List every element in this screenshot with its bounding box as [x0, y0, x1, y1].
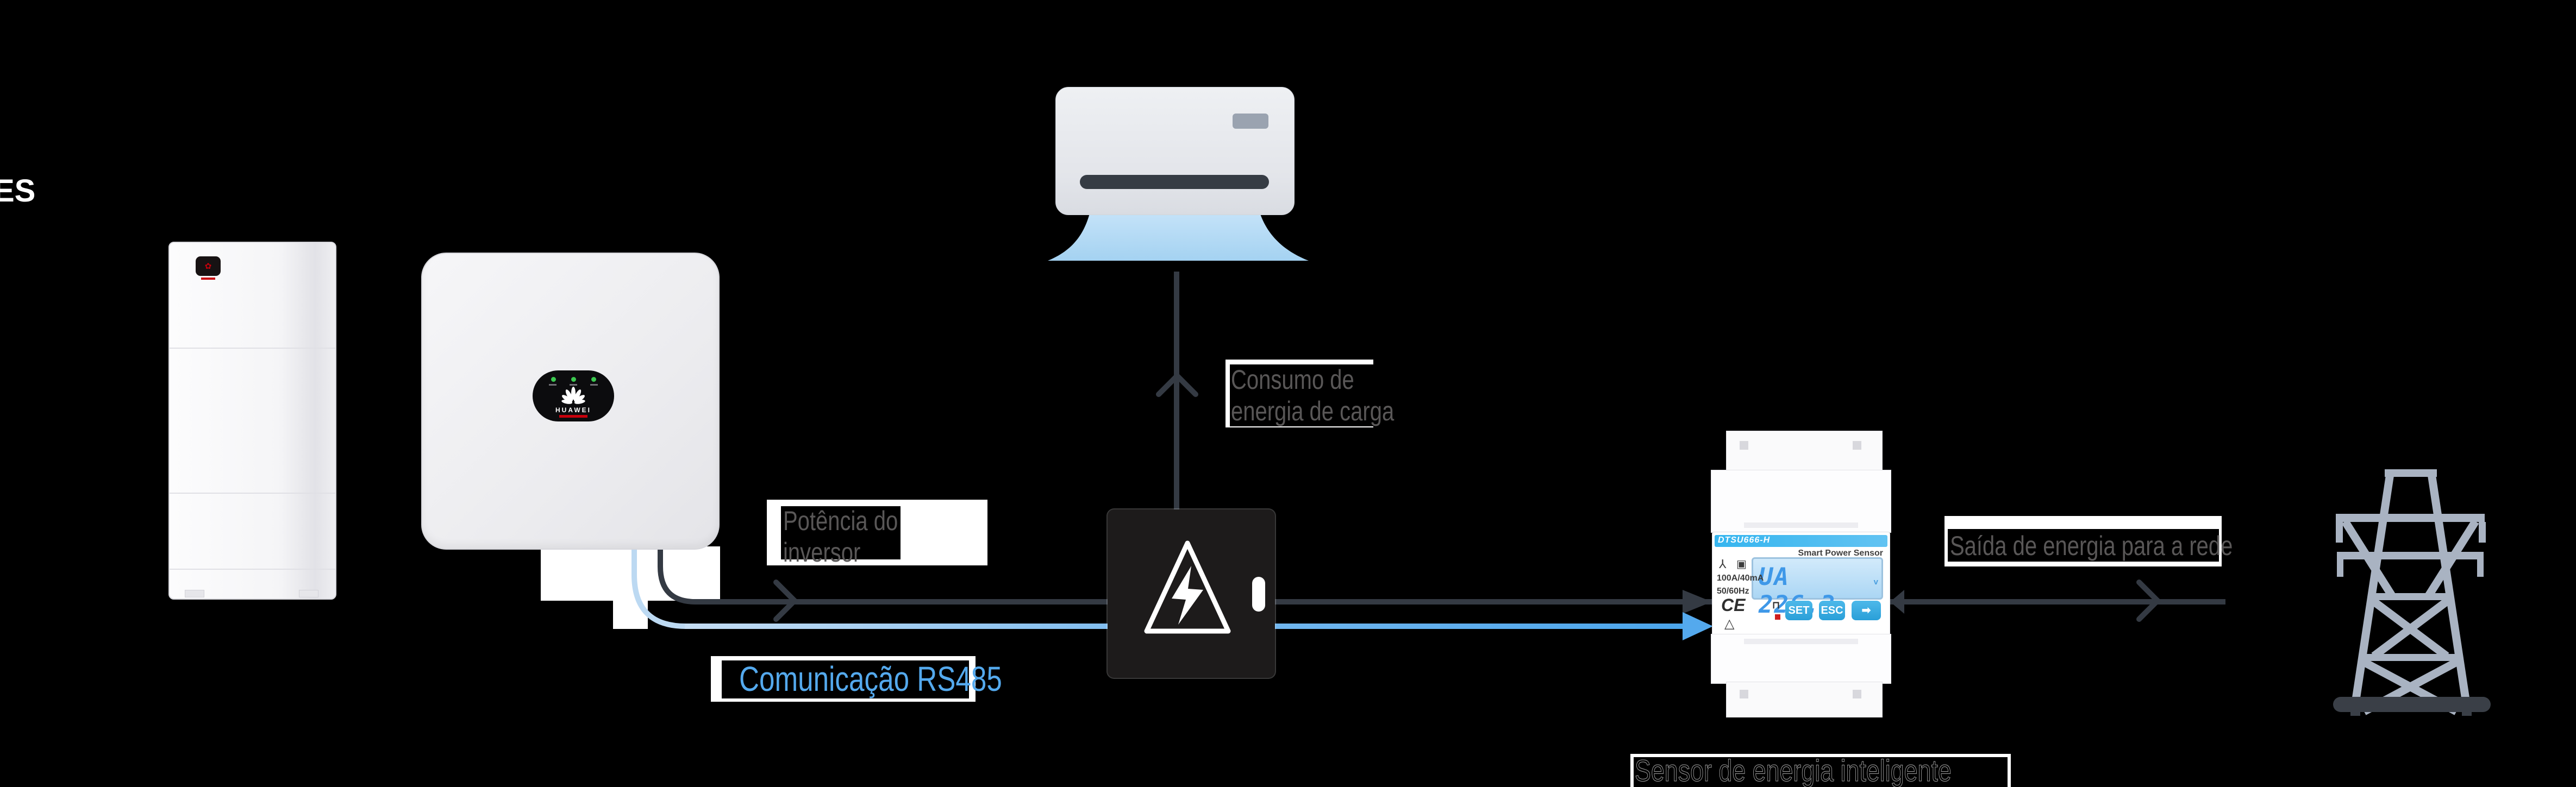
- power-arrowhead-right: [1890, 590, 1904, 614]
- meter-model-label: DTSU666-H: [1718, 536, 1771, 545]
- battery-brand-badge: ✿: [196, 256, 221, 276]
- ct-icon: ▣: [1736, 558, 1747, 570]
- arrow-up-chevron: [1156, 372, 1198, 397]
- meter-title: Smart Power Sensor: [1798, 549, 1884, 558]
- power-arrowhead-left: [1683, 590, 1712, 614]
- meter-face: DTSU666-H Smart Power Sensor UA 226.3 v …: [1712, 532, 1890, 636]
- battery-foot: [299, 590, 318, 597]
- inverter-panel-badge: HUAWEI: [533, 370, 614, 421]
- battery-storage: ✿: [168, 242, 336, 600]
- power-line: [695, 599, 2225, 605]
- rs485-arrowhead: [1683, 612, 1713, 640]
- meter-top-flange: [1726, 431, 1883, 472]
- label-rs485-box: Comunicação RS485: [711, 656, 1002, 702]
- air-conditioner: [1055, 87, 1295, 215]
- smart-power-sensor: DTSU666-H Smart Power Sensor UA 226.3 v …: [1711, 431, 1891, 717]
- solar-inverter: HUAWEI: [421, 253, 720, 550]
- inverter-mount-stub: [541, 546, 720, 601]
- pulse-led: [1774, 614, 1781, 620]
- battery-seam: [170, 348, 335, 349]
- ac-wire-curve: [658, 535, 696, 605]
- load-line: [1174, 272, 1179, 511]
- high-voltage-warning-icon: [1144, 540, 1231, 634]
- inverter-red-accent: [559, 415, 587, 418]
- meter-spec-frequency: 50/60Hz: [1717, 587, 1749, 596]
- label-meter-caption-text: Sensor de energia inteligente: [1635, 753, 1952, 787]
- ce-mark: CE: [1721, 595, 1746, 615]
- label-load-power-line2: energia de carga: [1231, 396, 1395, 426]
- meter-bottom-flange: [1726, 682, 1883, 717]
- label-rs485-text: Comunicação RS485: [739, 659, 1002, 698]
- wiring-mode-icon: ⅄: [1719, 557, 1727, 571]
- meter-lower-body: [1711, 634, 1891, 684]
- meter-header-bar: [1715, 535, 1887, 547]
- arrow-right-chevron-2: [2136, 580, 2162, 622]
- label-load-power-line1: Consumo de: [1231, 364, 1354, 395]
- distribution-box: [1108, 509, 1275, 678]
- inverter-led-marks: [533, 384, 614, 386]
- huawei-logo-icon: ✿: [204, 261, 212, 271]
- inverter-status-leds: [533, 377, 614, 382]
- rs485-wire-curve: [632, 535, 686, 629]
- battery-red-accent: [201, 278, 215, 280]
- cert-triangle-icon: △: [1724, 616, 1735, 631]
- tower-base: [2333, 697, 2491, 712]
- label-meter-caption-box: Sensor de energia inteligente: [1630, 754, 2011, 787]
- box-handle: [1252, 577, 1265, 612]
- ac-vent-bar: [1080, 175, 1269, 189]
- ac-display-chip: [1233, 114, 1268, 129]
- label-inverter-power-line2: inversor: [783, 537, 861, 568]
- meter-spec-current: 100A/40mA: [1717, 574, 1764, 583]
- label-inverter-power-box: Potência do inversor: [767, 500, 987, 568]
- battery-foot: [185, 590, 204, 597]
- cropped-edge-text: ES: [0, 173, 36, 209]
- battery-seam: [170, 569, 335, 570]
- meter-upper-body: [1711, 470, 1891, 533]
- arrow-right-chevron-1: [773, 580, 799, 622]
- meter-lcd: UA 226.3 v: [1752, 557, 1883, 619]
- meter-esc-button: ESC: [1819, 601, 1845, 620]
- lcd-unit: v: [1873, 577, 1878, 587]
- label-inverter-power-line1: Potência do: [783, 506, 898, 536]
- meter-arrow-button: ➡: [1852, 601, 1881, 620]
- battery-seam: [170, 493, 335, 494]
- power-grid-tower: [2333, 469, 2491, 716]
- pulse-icon: ⊓: [1772, 600, 1780, 610]
- inverter-brand-label: HUAWEI: [555, 406, 591, 414]
- cropped-artifact-rect: [16, 555, 74, 585]
- huawei-flower-icon: [533, 387, 614, 408]
- meter-set-button: SET: [1785, 601, 1812, 620]
- label-grid-output-text: Saída de energia para a rede: [1950, 531, 2233, 561]
- label-grid-output-box: Saída de energia para a rede: [1944, 516, 2233, 566]
- label-load-power-box: Consumo de energia de carga: [1226, 360, 1394, 427]
